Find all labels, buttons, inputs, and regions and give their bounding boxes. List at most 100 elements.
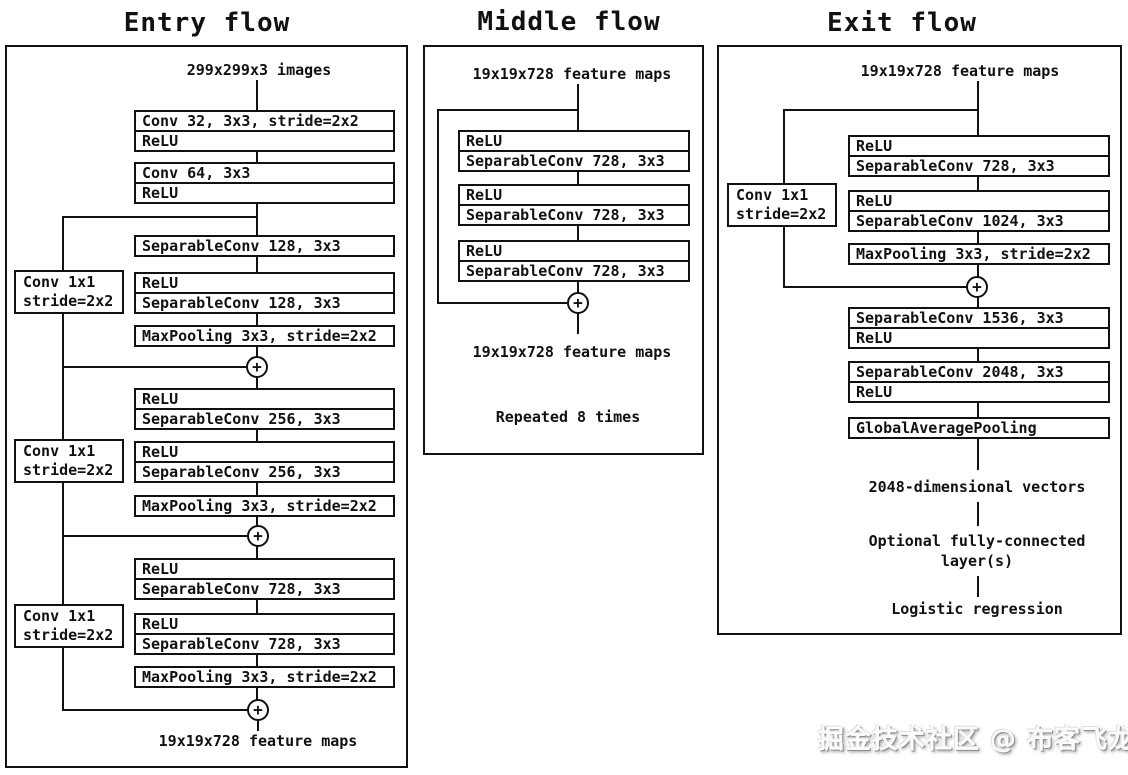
layer-row: ReLU bbox=[850, 381, 1108, 401]
layer-row: Conv 32, 3x3, stride=2x2 bbox=[142, 112, 359, 130]
diagram-label-line: 19x19x728 feature maps bbox=[472, 343, 672, 361]
layer-row: ReLU bbox=[142, 274, 179, 292]
middle-flow-panel bbox=[423, 45, 704, 455]
layer-row: SeparableConv 1024, 3x3 bbox=[850, 210, 1108, 230]
connector-line-vertical bbox=[977, 401, 979, 419]
skip-conv-text: stride=2x2 bbox=[23, 626, 114, 644]
plus-merge-node: + bbox=[247, 525, 269, 547]
watermark-text: 掘金技术社区 @ 布客飞龙 bbox=[818, 725, 1128, 755]
flow-title: Middle flow bbox=[477, 7, 661, 37]
connector-line-horizontal bbox=[438, 302, 569, 304]
connector-line-vertical bbox=[256, 255, 258, 274]
layer-row: SeparableConv 128, 3x3 bbox=[142, 237, 341, 255]
connector-line-vertical bbox=[256, 376, 258, 390]
layer-box: MaxPooling 3x3, stride=2x2 bbox=[134, 666, 395, 688]
connector-line-horizontal bbox=[63, 709, 249, 711]
connector-line-vertical bbox=[977, 296, 979, 309]
connector-line-vertical bbox=[977, 347, 979, 363]
connector-line-vertical bbox=[977, 437, 979, 470]
connector-line-vertical bbox=[256, 481, 258, 497]
diagram-label-line: Logistic regression bbox=[891, 600, 1063, 618]
connector-line-vertical bbox=[256, 312, 258, 327]
layer-box: SeparableConv 128, 3x3 bbox=[134, 235, 395, 257]
skip-conv-text: stride=2x2 bbox=[23, 292, 114, 310]
layer-row: ReLU bbox=[856, 137, 893, 155]
layer-row: SeparableConv 728, 3x3 bbox=[460, 204, 688, 224]
layer-row: SeparableConv 728, 3x3 bbox=[136, 633, 393, 653]
layer-row: ReLU bbox=[142, 560, 179, 578]
layer-row: ReLU bbox=[466, 186, 503, 204]
diagram-label-line: layer(s) bbox=[940, 552, 1014, 570]
layer-row: SeparableConv 128, 3x3 bbox=[136, 292, 393, 312]
layer-row: ReLU bbox=[136, 182, 393, 202]
layer-row: SeparableConv 728, 3x3 bbox=[460, 150, 688, 170]
layer-row: GlobalAveragePooling bbox=[856, 419, 1037, 437]
layer-box: MaxPooling 3x3, stride=2x2 bbox=[134, 325, 395, 347]
diagram-label: 299x299x3 images bbox=[187, 60, 332, 80]
connector-line-vertical bbox=[977, 502, 979, 526]
connector-line-horizontal bbox=[63, 366, 248, 368]
layer-row: MaxPooling 3x3, stride=2x2 bbox=[856, 245, 1091, 263]
diagram-label: 19x19x728 feature maps bbox=[159, 731, 358, 751]
layer-row: ReLU bbox=[142, 443, 179, 461]
layer-row: SeparableConv 256, 3x3 bbox=[136, 461, 393, 481]
diagram-label-line: Optional fully-connected bbox=[868, 532, 1086, 550]
connector-line-vertical bbox=[977, 175, 979, 192]
layer-row: ReLU bbox=[466, 132, 503, 150]
diagram-label: Logistic regression bbox=[891, 599, 1063, 619]
flow-title: Exit flow bbox=[827, 8, 977, 38]
connector-line-vertical bbox=[577, 170, 579, 186]
diagram-label-line: 2048-dimensional vectors bbox=[868, 478, 1086, 496]
diagram-label: Repeated 8 times bbox=[496, 407, 641, 427]
connector-line-vertical bbox=[256, 345, 258, 358]
connector-line-horizontal bbox=[784, 286, 968, 288]
skip-conv-text: stride=2x2 bbox=[736, 205, 827, 223]
skip-conv-text: Conv 1x1 bbox=[23, 273, 96, 291]
connector-line-vertical bbox=[977, 230, 979, 245]
layer-row: ReLU bbox=[856, 192, 893, 210]
layer-row: MaxPooling 3x3, stride=2x2 bbox=[142, 497, 377, 515]
layer-row: ReLU bbox=[142, 615, 179, 633]
plus-merge-node: + bbox=[567, 292, 589, 314]
layer-row: ReLU bbox=[136, 130, 393, 150]
entry-flow-panel bbox=[5, 45, 408, 768]
plus-merge-node: + bbox=[246, 356, 268, 378]
diagram-label-line: Repeated 8 times bbox=[495, 408, 641, 426]
skip-conv-text: stride=2x2 bbox=[23, 461, 114, 479]
diagram-label: 19x19x728 feature maps bbox=[861, 61, 1060, 81]
connector-line-vertical bbox=[256, 515, 258, 527]
connector-line-vertical bbox=[256, 150, 258, 164]
connector-line-vertical bbox=[577, 84, 579, 132]
connector-line-vertical bbox=[257, 719, 259, 731]
skip-conv-text: Conv 1x1 bbox=[736, 186, 809, 204]
layer-row: SeparableConv 256, 3x3 bbox=[136, 408, 393, 428]
connector-line-vertical bbox=[256, 653, 258, 668]
flow-title: Entry flow bbox=[123, 8, 291, 38]
layer-row: SeparableConv 728, 3x3 bbox=[460, 260, 688, 280]
connector-line-horizontal bbox=[438, 109, 578, 111]
diagram-label-line: 19x19x728 feature maps bbox=[860, 62, 1060, 80]
connector-line-vertical bbox=[256, 686, 258, 701]
connector-line-vertical bbox=[577, 312, 579, 334]
connector-line-vertical bbox=[977, 81, 979, 137]
layer-box: GlobalAveragePooling bbox=[848, 417, 1110, 439]
connector-line-vertical bbox=[256, 202, 258, 237]
layer-row: ReLU bbox=[466, 242, 503, 260]
connector-line-vertical bbox=[256, 598, 258, 615]
layer-row: SeparableConv 728, 3x3 bbox=[136, 578, 393, 598]
connector-line-vertical bbox=[437, 109, 439, 304]
layer-row: SeparableConv 728, 3x3 bbox=[850, 155, 1108, 175]
exit-flow-panel bbox=[717, 45, 1122, 635]
